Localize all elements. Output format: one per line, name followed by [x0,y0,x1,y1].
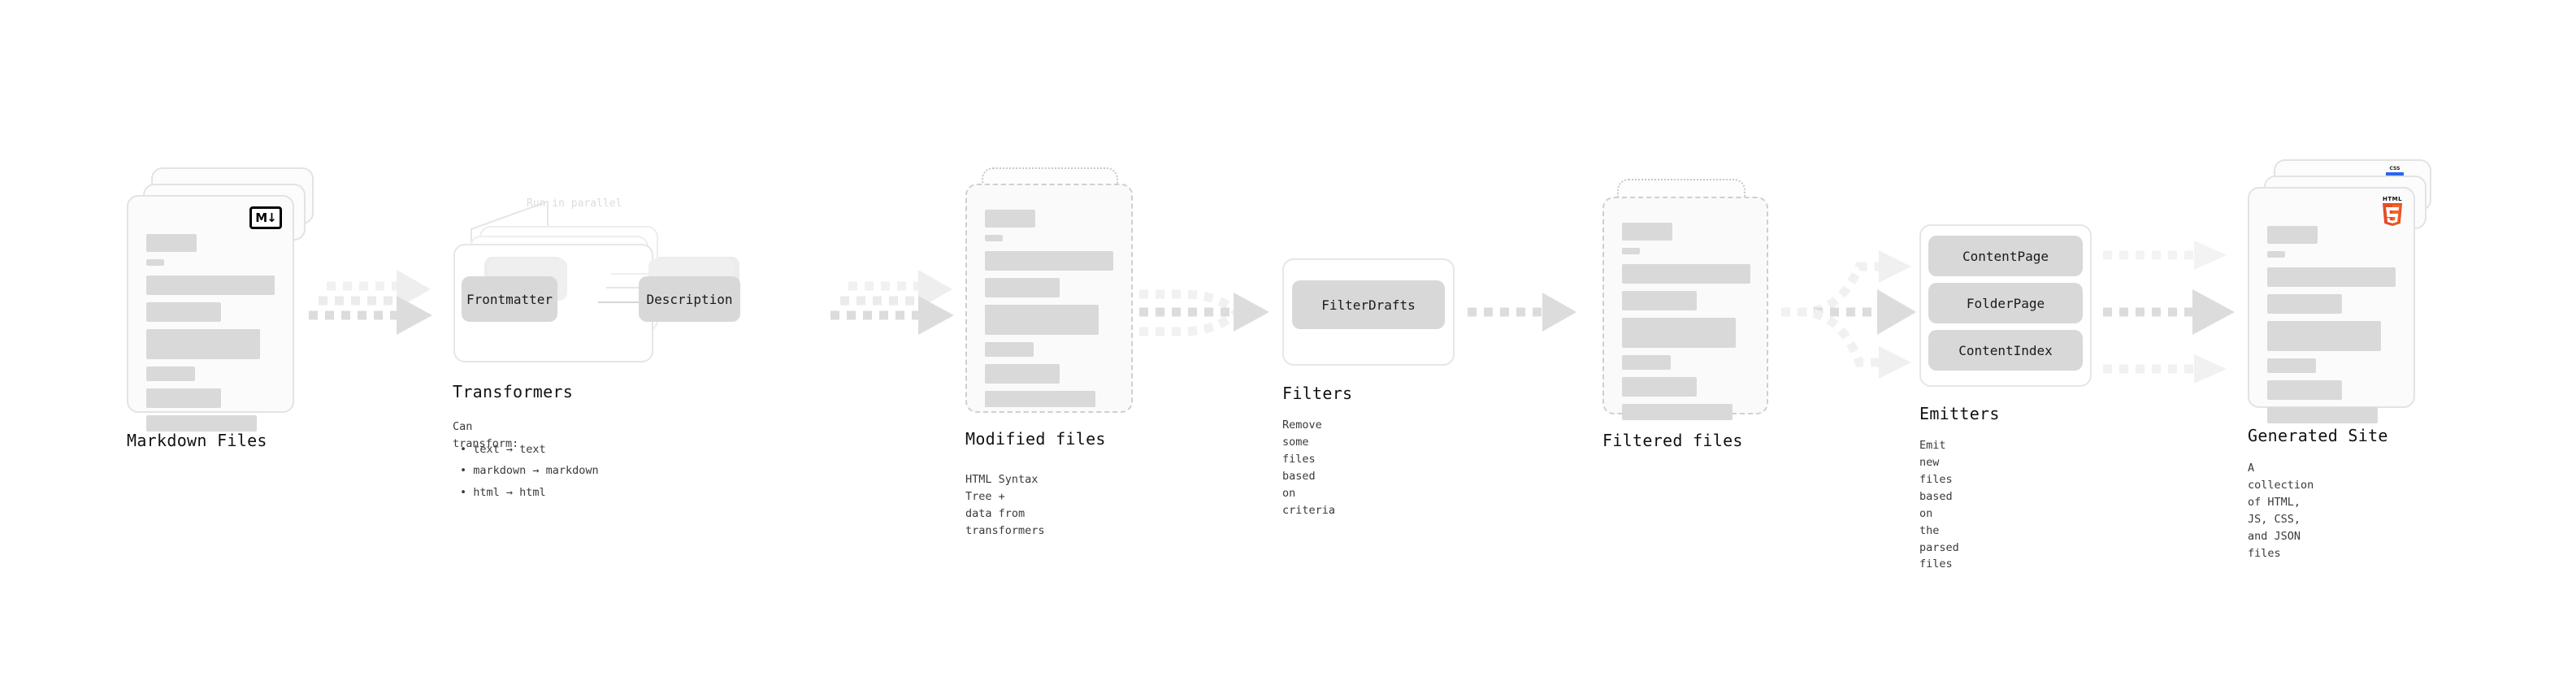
modified-card-content [985,210,1117,414]
modified-files-subtitle: HTML Syntax Tree + data from transformer… [965,473,1045,537]
filters-subtitle: Remove some files based on criteria [1282,419,1336,517]
connector-modified-to-filters [1139,289,1269,336]
transformer-chip-description[interactable]: Description [639,276,740,322]
transformer-chip-frontmatter[interactable]: Frontmatter [462,276,557,322]
bullet-text: • text → text [460,443,546,456]
site-card-content [2267,226,2399,431]
modified-files-title: Modified files [965,429,1106,449]
emitter-chip-contentindex[interactable]: ContentIndex [1928,330,2083,371]
emitter-chip-folderpage[interactable]: FolderPage [1928,283,2083,323]
markdown-card-front: M↓ [127,195,294,432]
emitter-chip-contentpage[interactable]: ContentPage [1928,236,2083,276]
filtered-files-title: Filtered files [1602,431,1743,450]
emitters-subtitle: Emit new files based on the parsed files [1919,439,1959,571]
filters-title: Filters [1282,384,1353,403]
bullet-markdown: • markdown → markdown [460,464,599,478]
markdown-badge: M↓ [249,206,282,229]
bullet-html: • html → html [460,485,546,499]
generated-site-title: Generated Site [2248,426,2388,445]
transformers-bullets: • text → text • markdown → markdown • ht… [460,439,599,503]
filter-chip-filterdrafts[interactable]: FilterDrafts [1292,280,1445,329]
connector-markdown-to-transformers [309,270,432,335]
markdown-files-title: Markdown Files [127,431,267,450]
transformers-subtitle: Can transform: [453,420,519,450]
filtered-card-front [1602,197,1768,420]
transformers-title: Transformers [453,382,574,401]
connector-filters-to-filtered [1468,293,1576,332]
connector-filtered-to-emitters [1781,250,1916,379]
modified-card-front [965,184,1133,413]
html5-badge-icon: HTML [2381,196,2404,226]
generated-site-subtitle: A collection of HTML, JS, CSS, and JSON … [2248,462,2314,560]
markdown-card-content [146,234,278,439]
run-in-parallel-label: Run in parallel [527,197,622,210]
site-card-front: HTML [2248,187,2415,423]
connector-emitters-to-site [2103,241,2235,384]
connector-transformers-to-modified [830,270,954,335]
filtered-card-content [1622,223,1752,427]
emitters-title: Emitters [1919,404,2000,423]
